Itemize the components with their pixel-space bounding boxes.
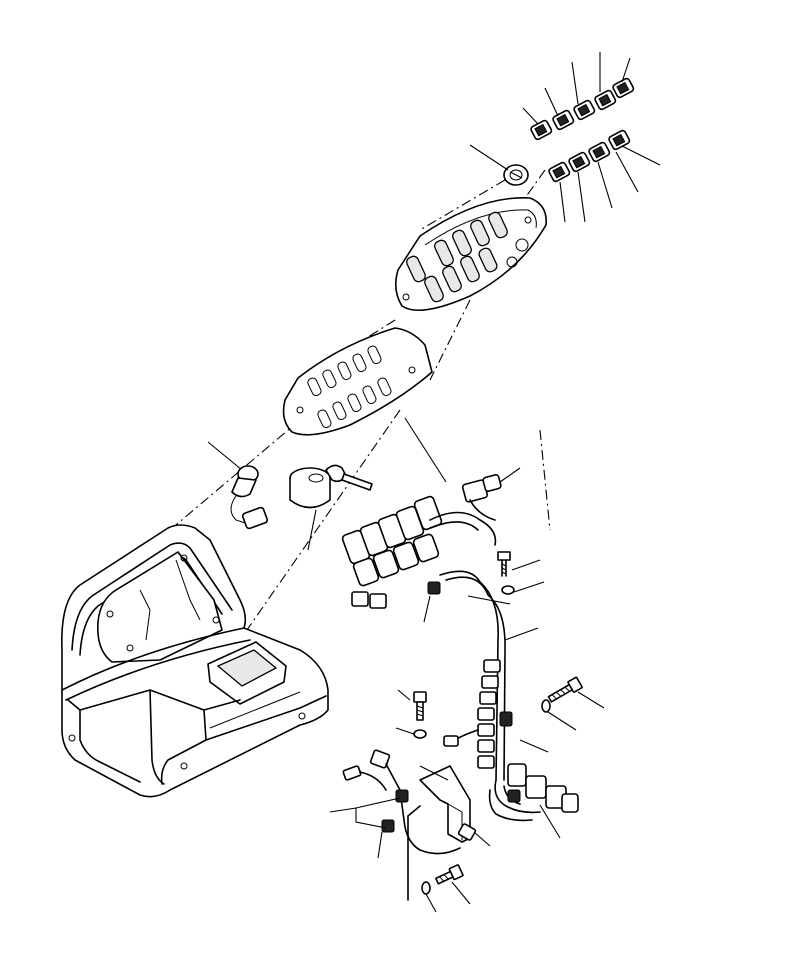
assembly-lines bbox=[169, 169, 551, 641]
leader-clamp bbox=[519, 739, 549, 753]
rocker-switch-row-upper bbox=[530, 77, 635, 141]
leader-washer bbox=[467, 595, 511, 605]
rotary-knob bbox=[503, 164, 529, 186]
upper-switch-panel bbox=[394, 197, 547, 312]
leader-lines-upper-right bbox=[469, 52, 661, 223]
bracket-and-sub-harness bbox=[329, 749, 491, 901]
indicator-lamp bbox=[207, 441, 269, 530]
operator-console-housing bbox=[61, 524, 329, 798]
lower-decal-plate bbox=[282, 327, 433, 436]
rocker-switch-row-lower bbox=[548, 129, 631, 183]
bolt-washer-set bbox=[395, 551, 605, 913]
key-switch bbox=[289, 464, 373, 551]
leader-decal-to-harness bbox=[404, 417, 447, 483]
leader-relay bbox=[539, 804, 561, 839]
main-wiring-harness bbox=[341, 467, 579, 822]
